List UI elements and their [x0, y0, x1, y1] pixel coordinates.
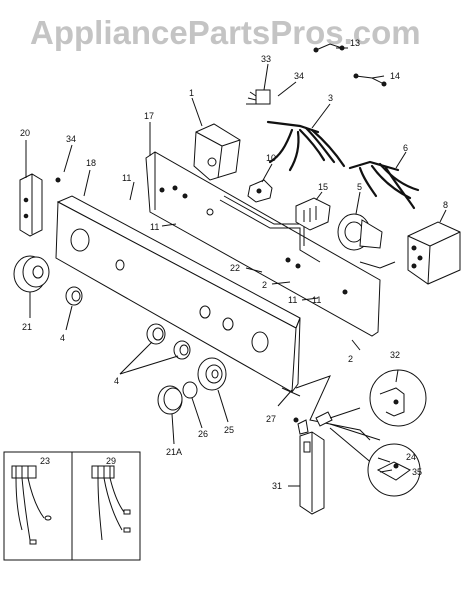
bezel-4-left	[65, 286, 83, 306]
label-20: 20	[20, 128, 30, 138]
label-4-center: 4	[114, 376, 119, 386]
label-2-a: 2	[262, 280, 267, 290]
label-34-left: 34	[66, 134, 76, 144]
label-18: 18	[86, 158, 96, 168]
wire-part-14	[353, 73, 387, 87]
detail-circle-32	[369, 369, 427, 427]
pressure-switch-5	[337, 213, 383, 251]
label-21: 21	[22, 322, 32, 332]
label-5: 5	[357, 182, 362, 192]
label-11-a: 11	[122, 173, 131, 183]
label-17: 17	[144, 111, 154, 121]
label-10: 10	[266, 153, 276, 163]
label-11-d: 11	[312, 295, 321, 305]
label-31: 31	[272, 481, 282, 491]
inset-box-23	[3, 451, 73, 561]
label-8: 8	[443, 200, 448, 210]
left-bracket-20	[19, 173, 61, 237]
knob-26	[182, 381, 198, 399]
label-26: 26	[198, 429, 208, 439]
part-labels: 20 34 18 17 1 33 34 3 10 15 6 5 8 11 11 …	[20, 38, 448, 491]
detail-circle-35	[367, 443, 421, 497]
cabinet-outline	[281, 375, 371, 441]
label-11-c: 11	[288, 295, 297, 305]
wire-harness-6	[348, 160, 420, 210]
hardware-clip	[293, 407, 381, 471]
label-1: 1	[189, 88, 194, 98]
label-11-b: 11	[150, 222, 159, 232]
switch-10	[247, 179, 273, 203]
bezel-4-center-b	[173, 340, 191, 360]
label-25: 25	[224, 425, 234, 435]
label-2-b: 2	[348, 354, 353, 364]
label-29: 29	[106, 456, 116, 466]
switch-box-8	[407, 221, 461, 285]
label-32: 32	[390, 350, 400, 360]
inset-box-29	[71, 451, 141, 561]
connector-33	[246, 89, 271, 105]
knob-25	[197, 357, 227, 391]
label-23: 23	[40, 456, 50, 466]
label-34-top: 34	[294, 71, 304, 81]
knob-21	[13, 255, 50, 293]
bezel-4-center-a	[146, 323, 166, 345]
label-13: 13	[350, 38, 360, 48]
label-35: 35	[412, 467, 422, 477]
label-15: 15	[318, 182, 328, 192]
watermark-text: AppliancePartsPros.com	[30, 14, 421, 51]
label-6: 6	[403, 143, 408, 153]
end-cap-31	[299, 431, 325, 515]
label-4-left: 4	[60, 333, 65, 343]
timer-part	[193, 123, 241, 181]
label-33: 33	[261, 54, 271, 64]
wire-harness-3	[266, 120, 346, 172]
connector-block-15	[295, 197, 331, 231]
label-14: 14	[390, 71, 400, 81]
console-panel	[55, 195, 301, 393]
harness-routing	[219, 195, 396, 269]
label-27: 27	[266, 414, 276, 424]
label-24: 24	[406, 452, 416, 462]
label-22: 22	[230, 263, 240, 273]
knob-21a	[157, 385, 183, 415]
rear-bracket	[145, 151, 381, 337]
label-3: 3	[328, 93, 333, 103]
label-21a: 21A	[166, 447, 182, 457]
leader-lines	[25, 47, 447, 487]
